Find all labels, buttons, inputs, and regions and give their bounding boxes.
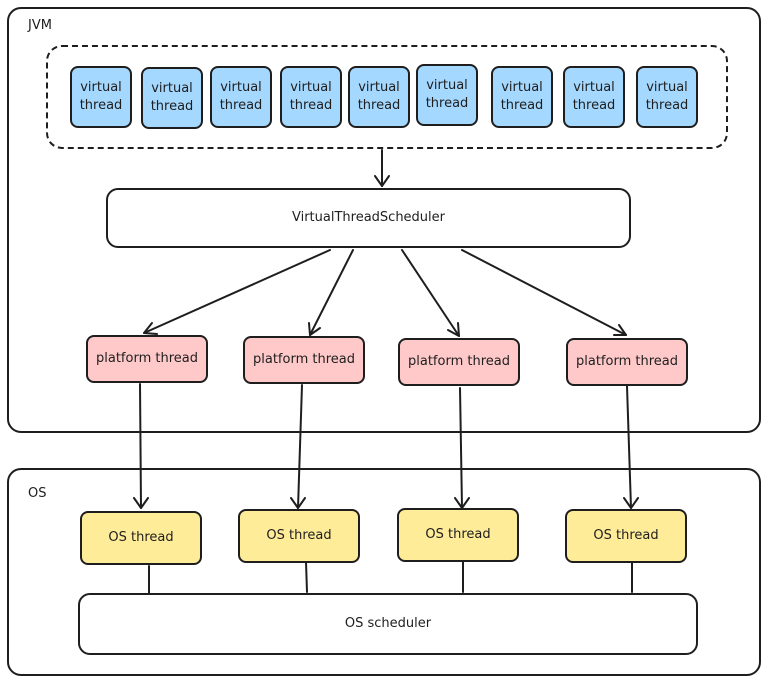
virtual-thread-4: virtual thread <box>280 66 342 128</box>
arrow-platform-2-to-os-2 <box>297 384 303 509</box>
virtual-thread-6: virtual thread <box>416 64 478 126</box>
arrowhead-scheduler-to-platform-3 <box>447 322 460 337</box>
virtual-thread-scheduler: VirtualThreadScheduler <box>106 188 631 248</box>
arrow-scheduler-to-platform-2 <box>309 249 354 336</box>
virtual-thread-5: virtual thread <box>348 66 410 128</box>
platform-thread-1: platform thread <box>86 335 208 383</box>
arrow-platform-4-to-os-4 <box>626 385 632 509</box>
arrowhead-platform-2-to-os-2 <box>290 497 306 509</box>
jvm-label: JVM <box>28 18 52 33</box>
arrowhead-scheduler-to-platform-1 <box>143 322 158 335</box>
virtual-thread-7: virtual thread <box>491 66 553 128</box>
virtual-thread-1: virtual thread <box>70 66 132 128</box>
os-thread-4: OS thread <box>565 509 687 563</box>
os-thread-3: OS thread <box>397 508 519 562</box>
virtual-thread-2: virtual thread <box>141 67 203 129</box>
os-scheduler: OS scheduler <box>78 593 698 655</box>
os-thread-1: OS thread <box>80 511 202 565</box>
virtual-thread-pool <box>46 45 728 149</box>
arrowhead-platform-4-to-os-4 <box>623 497 639 509</box>
arrow-scheduler-to-platform-1 <box>143 249 331 334</box>
virtual-thread-8: virtual thread <box>563 66 625 128</box>
os-thread-2: OS thread <box>238 509 360 563</box>
arrow-scheduler-to-platform-3 <box>401 249 460 337</box>
arrow-platform-1-to-os-1 <box>139 383 142 509</box>
arrowhead-scheduler-to-platform-4 <box>613 324 627 336</box>
platform-thread-2: platform thread <box>243 336 365 384</box>
virtual-thread-3: virtual thread <box>210 66 272 128</box>
os-label: OS <box>28 486 47 501</box>
platform-thread-3: platform thread <box>398 338 520 386</box>
platform-thread-4: platform thread <box>566 338 688 386</box>
link-os-2-to-os-scheduler <box>305 561 308 593</box>
arrowhead-scheduler-to-platform-2 <box>308 322 321 336</box>
arrowhead-platform-1-to-os-1 <box>133 497 149 509</box>
arrow-scheduler-to-platform-4 <box>461 249 627 336</box>
arrow-platform-3-to-os-3 <box>459 387 463 509</box>
virtual-thread-9: virtual thread <box>636 66 698 128</box>
arrowhead-pool-to-scheduler <box>374 175 390 187</box>
